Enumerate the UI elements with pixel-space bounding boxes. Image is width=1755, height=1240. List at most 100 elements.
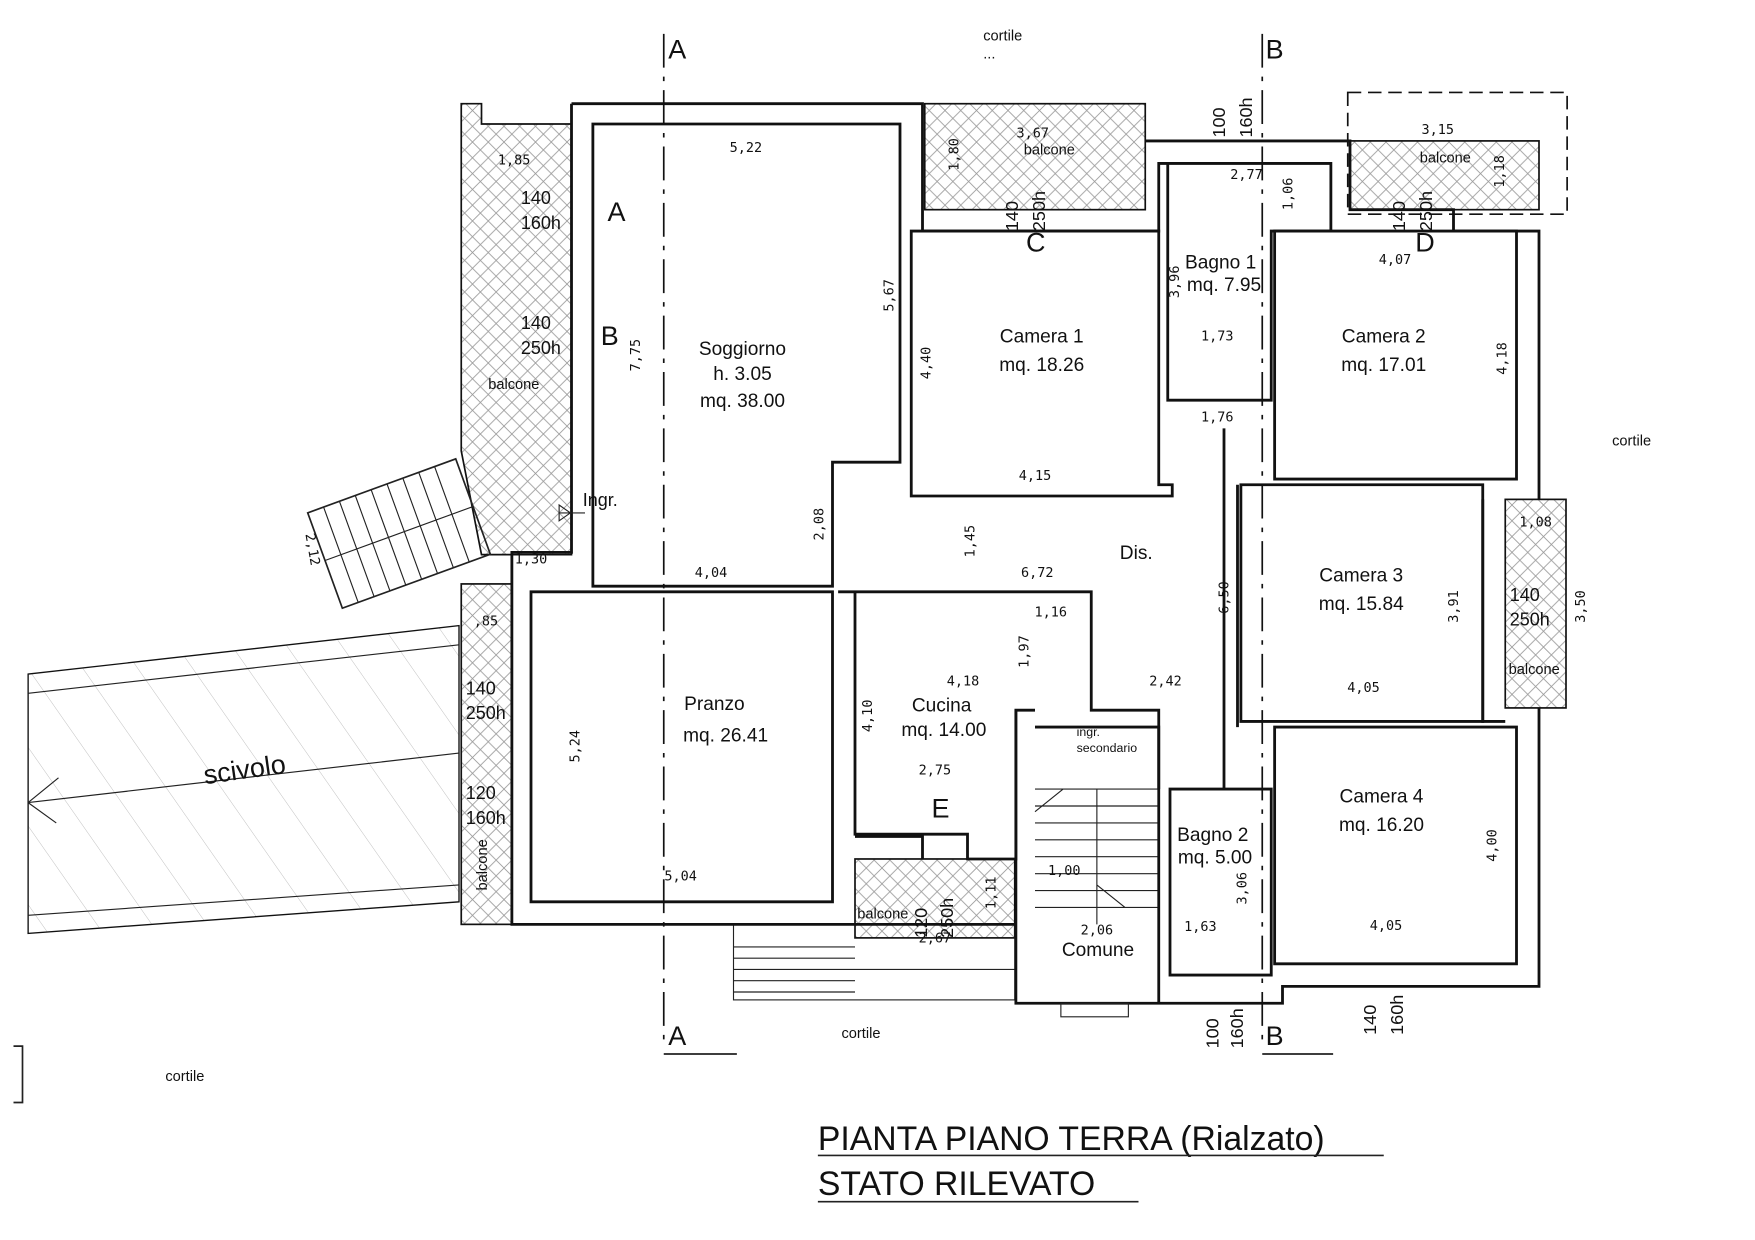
- balcone-label: balcone: [1420, 150, 1471, 166]
- balcone-d-outline: [1346, 91, 1568, 216]
- dim-label: 7,75: [628, 339, 644, 372]
- dim-label: 3,06: [1235, 872, 1251, 905]
- dim-label: 3,67: [1017, 126, 1049, 142]
- dim-label: 6,72: [1021, 565, 1053, 581]
- dimensions: 1,85 5,22 3,67 1,80 2,77 1,06 3,15 1,18 …: [301, 122, 1589, 946]
- dim-label: ,85: [474, 614, 498, 630]
- window-labels: 140 160h 140 250h 140 250h 100 160h 140 …: [466, 97, 1550, 1048]
- dim-label: 5,04: [664, 868, 696, 884]
- window-height: 250h: [521, 338, 561, 358]
- dim-label: 1,97: [1016, 635, 1032, 668]
- entrance-arrow-icon: [558, 503, 585, 522]
- cortile-label: cortile: [842, 1026, 881, 1042]
- dim-label: 3,15: [1422, 122, 1454, 138]
- balcone-right: [1504, 498, 1567, 709]
- dim-label: 5,22: [730, 140, 762, 156]
- balcone-label: balcone: [488, 377, 539, 393]
- section-a-top: A: [668, 35, 686, 65]
- dim-label: 1,06: [1281, 178, 1297, 211]
- dim-label: 2,77: [1230, 167, 1262, 183]
- dim-label: 1,16: [1035, 605, 1067, 621]
- window-height: 250h: [466, 703, 506, 723]
- room-camera1-name: Camera 1: [1000, 327, 1084, 348]
- dim-label: 1,30: [515, 552, 547, 568]
- section-e: E: [932, 793, 950, 823]
- secondary-entrance-label: secondario: [1077, 741, 1138, 755]
- window-width: 120: [911, 908, 931, 938]
- room-comune-name: Comune: [1062, 940, 1134, 961]
- title-line-1: PIANTA PIANO TERRA (Rialzato): [818, 1120, 1325, 1158]
- room-camera1-area: mq. 18.26: [999, 355, 1084, 376]
- window-height: 250h: [1029, 191, 1049, 231]
- window-width: 140: [1002, 201, 1022, 231]
- balcone-label: balcone: [475, 839, 491, 890]
- dim-label: 3,50: [1573, 590, 1589, 623]
- section-lines: [13, 33, 1334, 1104]
- window-height: 250h: [937, 898, 957, 938]
- window-height: 160h: [1227, 1008, 1247, 1048]
- room-pranzo-name: Pranzo: [684, 694, 745, 715]
- room-camera4-name: Camera 4: [1340, 787, 1424, 808]
- window-height: 160h: [466, 808, 506, 828]
- walls: [510, 102, 1541, 1018]
- room-cucina-area: mq. 14.00: [901, 720, 986, 741]
- window-width: 140: [1510, 585, 1540, 605]
- section-markers: A B A B C D E A B: [601, 35, 1435, 1051]
- room-pranzo-area: mq. 26.41: [683, 726, 768, 747]
- cortile-label: cortile: [1612, 433, 1651, 449]
- window-width: 120: [466, 783, 496, 803]
- balcone-left-top: [460, 102, 573, 556]
- dim-label: 1,18: [1492, 155, 1508, 188]
- dim-label: 3,91: [1446, 590, 1462, 623]
- dim-label: 4,18: [1494, 342, 1510, 375]
- dim-label: 4,05: [1370, 918, 1402, 934]
- dim-label: 2,42: [1149, 673, 1181, 689]
- balcone-label: balcone: [1024, 142, 1075, 158]
- dim-label: 4,18: [947, 673, 979, 689]
- dim-label: 2,08: [812, 508, 828, 541]
- window-width: 140: [466, 678, 496, 698]
- cortile-label: cortile: [983, 29, 1022, 45]
- window-height: 250h: [1510, 610, 1550, 630]
- dim-label: 1,00: [1048, 863, 1080, 879]
- dim-label: 1,11: [984, 877, 1000, 910]
- dim-label: 1,85: [498, 153, 530, 169]
- secondary-entrance-label: ingr.: [1077, 725, 1100, 739]
- dim-label: 4,04: [695, 565, 727, 581]
- dim-label: 1,08: [1519, 514, 1551, 530]
- dim-label: 4,40: [918, 347, 934, 380]
- drawing-title: PIANTA PIANO TERRA (Rialzato) STATO RILE…: [817, 1120, 1384, 1203]
- room-camera3-area: mq. 15.84: [1319, 594, 1404, 615]
- section-b-side: B: [601, 321, 619, 351]
- cortile-label: cortile: [165, 1069, 204, 1085]
- room-camera3-name: Camera 3: [1319, 566, 1403, 587]
- dim-label: 4,10: [860, 700, 876, 733]
- dim-label: 1,73: [1201, 328, 1233, 344]
- room-camera4-area: mq. 16.20: [1339, 815, 1424, 836]
- arrow-icon: [27, 777, 59, 824]
- stairs-comune: [1034, 788, 1159, 925]
- section-b-top: B: [1266, 35, 1284, 65]
- dim-label: 4,00: [1484, 829, 1500, 862]
- dim-label: 1,45: [962, 525, 978, 558]
- dim-label: 4,15: [1019, 468, 1051, 484]
- dim-label: 2,75: [919, 762, 951, 778]
- room-soggiorno-area: mq. 38.00: [700, 391, 785, 412]
- dim-label: 2,06: [1081, 922, 1113, 938]
- balcone-label: balcone: [857, 907, 908, 923]
- window-width: 100: [1209, 107, 1229, 137]
- room-bagno1-area: mq. 7.95: [1187, 275, 1261, 296]
- dim-label: 1,63: [1184, 919, 1216, 935]
- section-b-bottom: B: [1266, 1021, 1284, 1051]
- window-width: 140: [1360, 1005, 1380, 1035]
- room-bagno2-name: Bagno 2: [1177, 825, 1248, 846]
- window-height: 250h: [1416, 191, 1436, 231]
- room-bagno1-name: Bagno 1: [1185, 252, 1256, 273]
- window-width: 100: [1202, 1018, 1222, 1048]
- dim-label: 2,12: [301, 532, 322, 567]
- window-width: 140: [521, 188, 551, 208]
- window-height: 160h: [1387, 995, 1407, 1035]
- room-labels: Soggiorno h. 3.05 mq. 38.00 Camera 1 mq.…: [683, 252, 1426, 961]
- dim-label: 6,50: [1217, 581, 1233, 614]
